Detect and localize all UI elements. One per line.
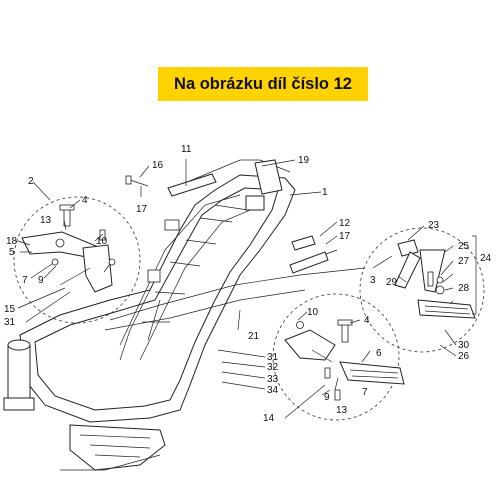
part-19-bracket: [254, 159, 283, 195]
callout-14: 14: [263, 413, 275, 424]
bracket-plate-shape: [82, 244, 113, 293]
right-detail-circle: [272, 293, 405, 421]
callout-9: 9: [324, 392, 330, 403]
bracket-shape: [284, 329, 336, 361]
callout-28: 28: [458, 283, 470, 294]
callout-16: 16: [152, 160, 164, 171]
part-number-banner: Na obrázku díl číslo 12: [158, 67, 368, 101]
callout-33: 33: [267, 374, 279, 385]
callout-15: 15: [4, 304, 16, 315]
callout-25: 25: [458, 241, 470, 252]
callout-10: 10: [96, 236, 108, 247]
callout-30: 30: [458, 340, 470, 351]
callout-labels: 1 2 3 4 4 5 6 7 7 9 9 10 10 11 12 13 13 …: [4, 144, 492, 424]
footrest-6-shape: [339, 361, 405, 385]
washer-shape: [55, 238, 65, 248]
callout-26: 26: [458, 351, 470, 362]
callout-19: 19: [298, 155, 310, 166]
leader-lines: [17, 159, 477, 419]
left-detail-circle: [13, 196, 141, 324]
callout-1: 1: [322, 187, 328, 198]
callout-7: 7: [22, 275, 28, 286]
callout-3: 3: [370, 275, 376, 286]
banner-text: Na obrázku díl číslo 12: [174, 74, 352, 93]
callout-2: 2: [28, 176, 34, 187]
callout-31: 31: [4, 317, 16, 328]
callout-11: 11: [181, 144, 192, 155]
callout-17: 17: [136, 204, 148, 215]
scooter-frame: [3, 159, 366, 471]
callout-13: 13: [336, 405, 348, 416]
callout-4: 4: [82, 195, 88, 206]
callout-18: 18: [6, 236, 18, 247]
callout-5: 5: [9, 247, 15, 258]
far-right-detail-circle: [359, 227, 485, 353]
callout-21: 21: [248, 331, 260, 342]
pin-23-shape: [397, 239, 419, 257]
callout-24: 24: [480, 253, 492, 264]
part-16-bolt: [125, 175, 149, 187]
callout-34: 34: [267, 385, 279, 396]
callout-17: 17: [339, 231, 351, 242]
callout-13: 13: [40, 215, 52, 226]
callout-4: 4: [364, 315, 370, 326]
callout-23: 23: [428, 220, 440, 231]
callout-10: 10: [307, 307, 319, 318]
callout-31: 31: [267, 352, 279, 363]
callout-7: 7: [362, 387, 368, 398]
part-11-tube: [167, 173, 217, 197]
callout-6: 6: [376, 348, 382, 359]
callout-27: 27: [458, 256, 470, 267]
callout-9: 9: [38, 275, 44, 286]
callout-29: 29: [386, 277, 398, 288]
part-12-tube: [289, 235, 329, 274]
callout-12: 12: [339, 218, 351, 229]
callout-32: 32: [267, 362, 279, 373]
